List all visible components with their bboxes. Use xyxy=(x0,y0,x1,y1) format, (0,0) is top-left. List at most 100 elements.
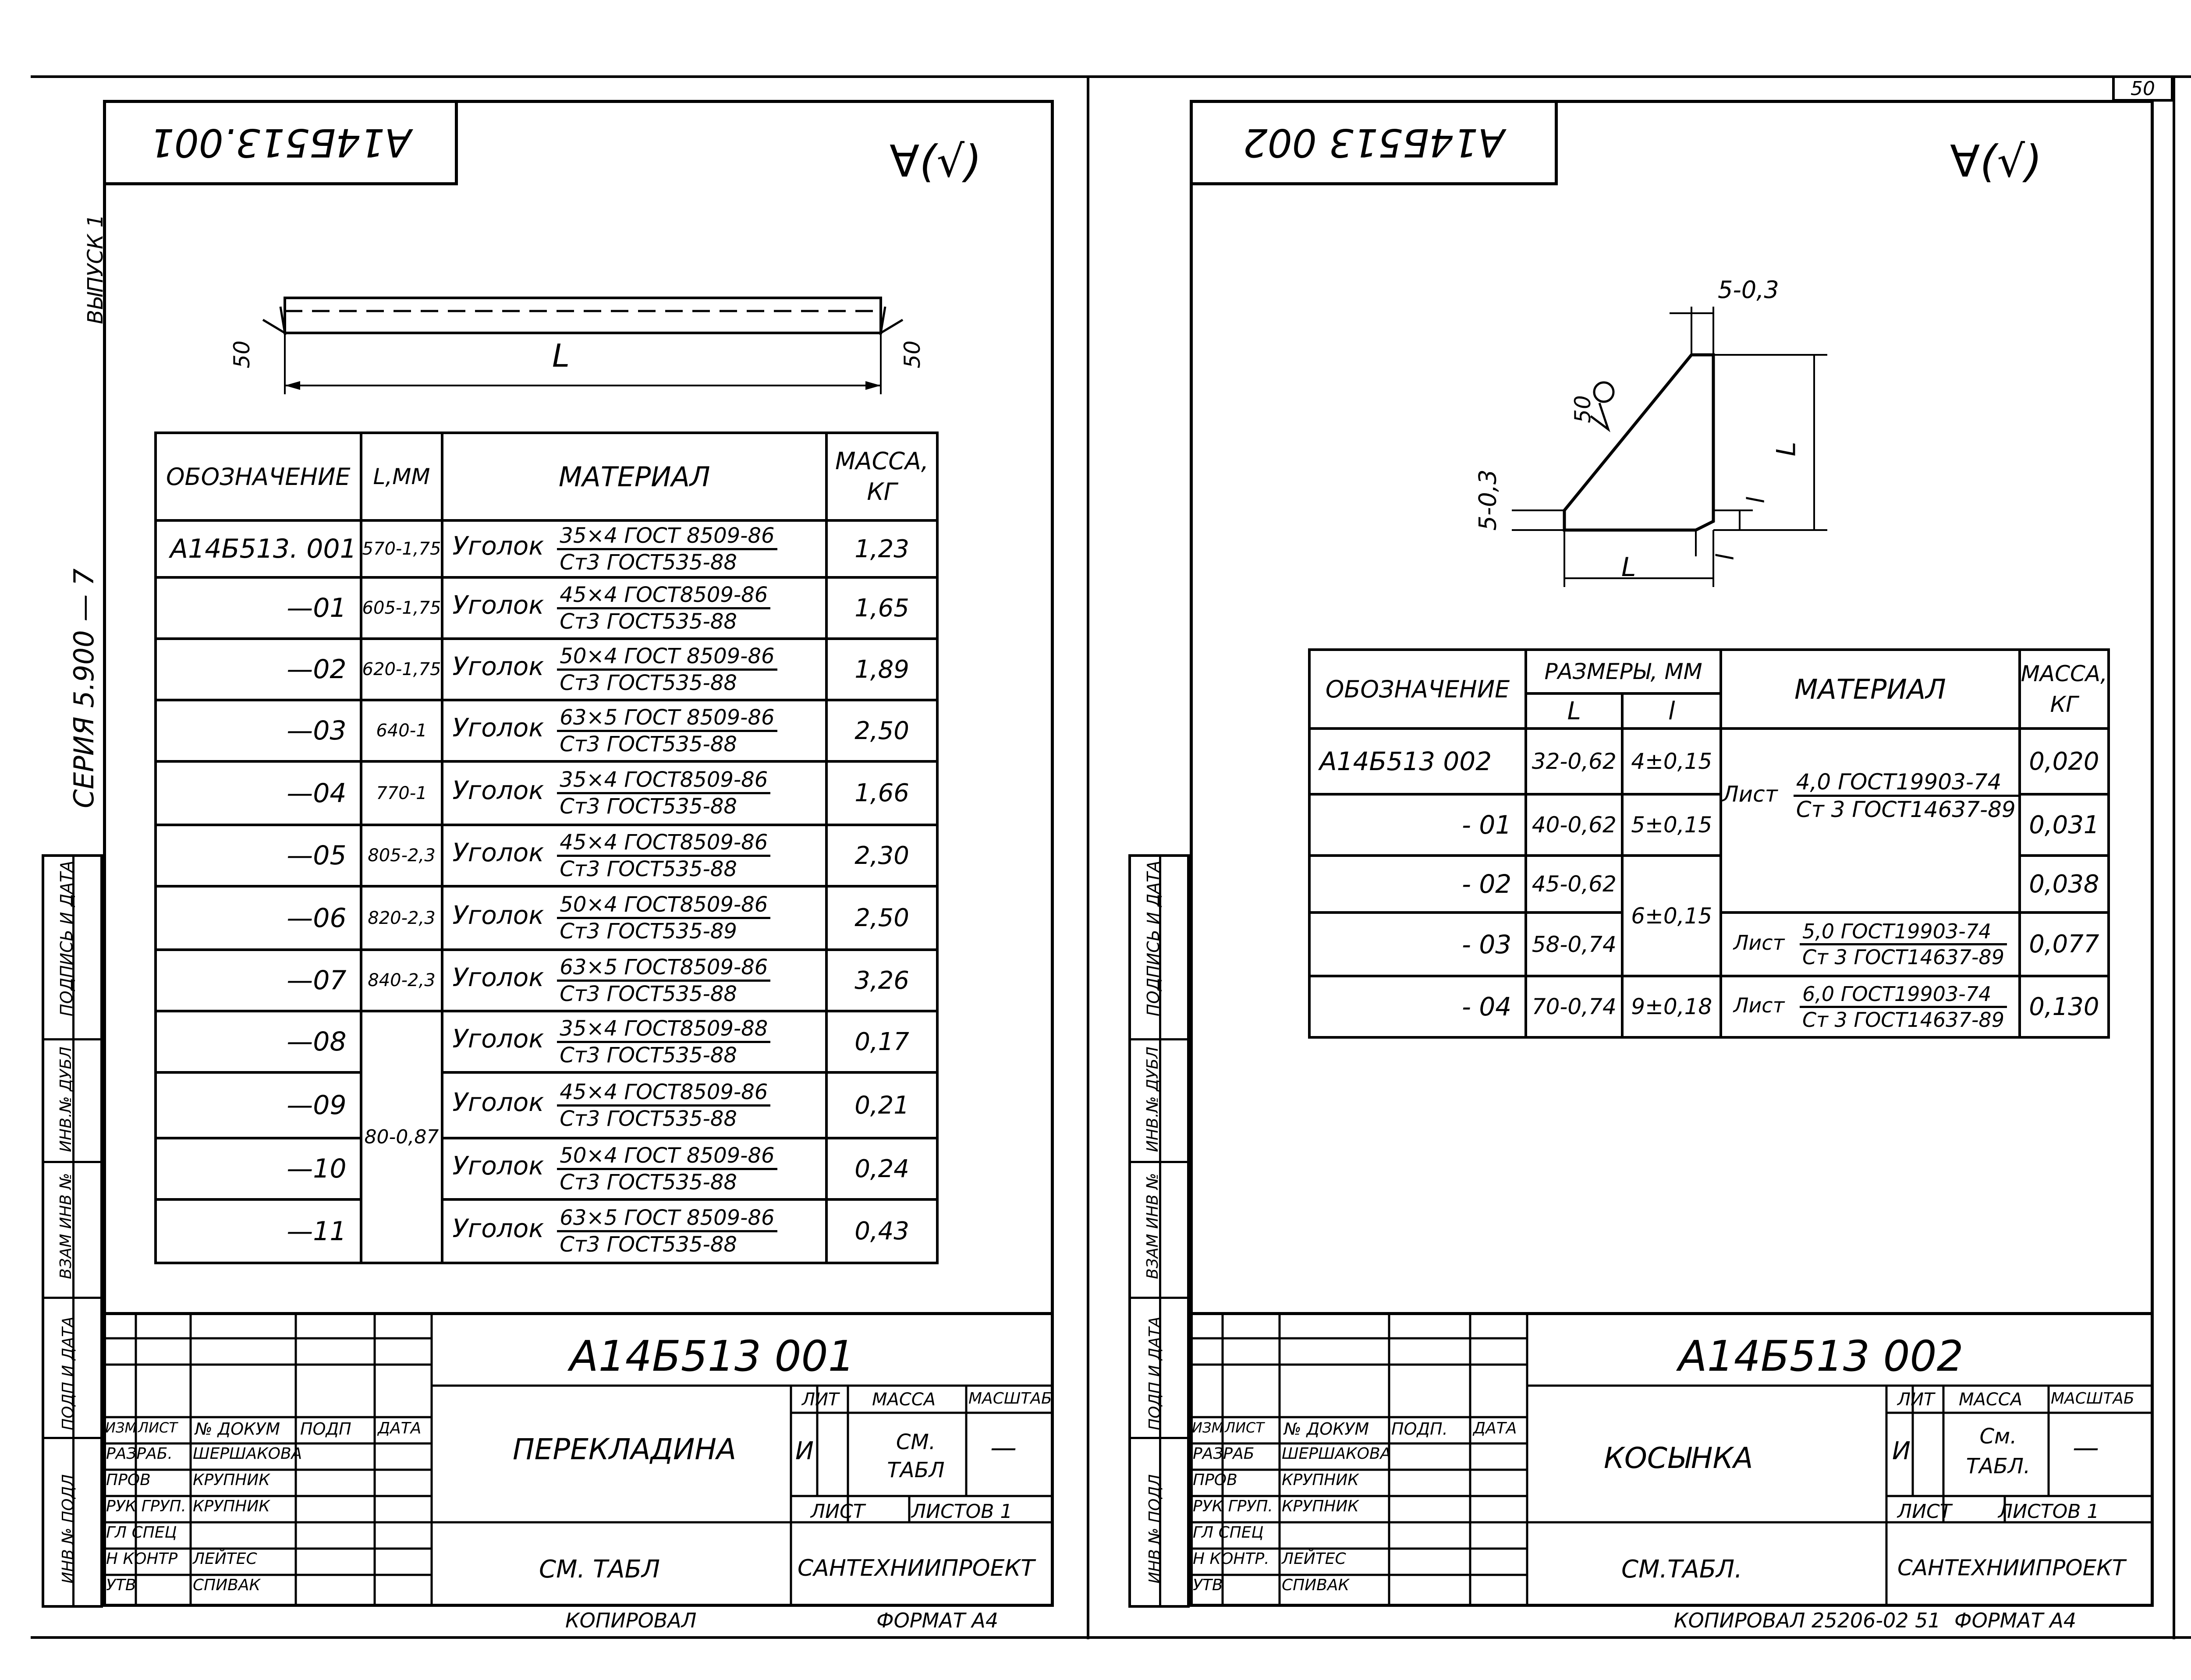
row-mass: 2,50 xyxy=(825,699,939,763)
left-tb-name: ПЕРЕКЛАДИНА xyxy=(513,1432,737,1466)
material-name: Уголок xyxy=(452,651,544,681)
row-designation: —10 xyxy=(154,1137,362,1201)
rhdr-sizes: РАЗМЕРЫ, ММ xyxy=(1524,648,1723,695)
right-l-upper: l xyxy=(1742,496,1770,504)
gusset-outline xyxy=(1563,353,1715,532)
row-designation: —06 xyxy=(154,885,362,951)
left-top-code-box: А14Б513.001 xyxy=(103,100,458,185)
r-mat-1-num: 5,0 ГОСТ19903-74 xyxy=(1800,920,2007,945)
right-tb-format: ФОРМАТ А4 xyxy=(1954,1609,2077,1632)
right-side-col-divider xyxy=(1159,854,1161,1608)
material-name: Уголок xyxy=(452,713,544,743)
material-name: Уголок xyxy=(452,1151,544,1181)
row-length: 820-2,3 xyxy=(359,885,444,951)
right-inv-dubl: ИНВ.№ ДУБЛ xyxy=(1144,1047,1162,1152)
right-tb-masshtab: МАСШТАБ xyxy=(2051,1390,2134,1408)
row-mass: 0,21 xyxy=(825,1071,939,1139)
row-length: 640-1 xyxy=(359,699,444,763)
r-row0-designation: А14Б513 002 xyxy=(1308,727,1528,796)
material-numerator: 63×5 ГОСТ 8509-86 xyxy=(557,1206,777,1232)
material-name: Уголок xyxy=(452,1024,544,1054)
right-gusset-drawing xyxy=(1512,307,1827,587)
r-row1-L: 40-0,62 xyxy=(1524,793,1624,857)
tb-role: РАЗРАБ xyxy=(1193,1445,1255,1463)
left-tb-massa: МАССА xyxy=(872,1390,936,1410)
right-tb-copied: КОПИРОВАЛ 25206-02 51 xyxy=(1674,1609,1941,1632)
material-denominator: Ст3 ГОСТ535-88 xyxy=(560,609,737,634)
left-side-row-1 xyxy=(42,1038,103,1040)
rough-mark-left xyxy=(262,306,287,335)
material-denominator: Ст3 ГОСТ535-88 xyxy=(560,550,737,575)
row-mass: 1,65 xyxy=(825,576,939,640)
row-length: 805-2,3 xyxy=(359,824,444,888)
tb-role: УТВ xyxy=(106,1576,136,1594)
right-tb-org: САНТЕХНИИПРОЕКТ xyxy=(1897,1555,2126,1581)
r-row1-designation: - 01 xyxy=(1308,793,1528,857)
material-denominator: Ст3 ГОСТ535-88 xyxy=(560,981,737,1006)
material-numerator: 50×4 ГОСТ 8509-86 xyxy=(557,1143,777,1170)
r-row3-mass: 0,077 xyxy=(2018,911,2110,977)
left-podp-data: ПОДП И ДАТА xyxy=(59,1316,77,1430)
tb-role: ГЛ СПЕЦ xyxy=(106,1524,177,1542)
right-tb-massa-val: См. ТАБЛ. xyxy=(1966,1424,2031,1478)
dim-arrow-left xyxy=(285,381,300,390)
left-tb-listov: ЛИСТОВ 1 xyxy=(911,1500,1013,1523)
material-denominator: Ст3 ГОСТ535-88 xyxy=(560,1043,737,1068)
left-tb-role-list: ЛИСТ xyxy=(138,1419,177,1436)
left-tb-org: САНТЕХНИИПРОЕКТ xyxy=(798,1555,1035,1581)
material-numerator: 35×4 ГОСТ 8509-86 xyxy=(557,523,777,550)
tb-role: УТВ xyxy=(1193,1576,1223,1594)
left-vzam-inv: ВЗАМ ИНВ № xyxy=(57,1173,75,1280)
rhdr-mass: МАССА,КГ xyxy=(2018,648,2110,730)
material-name: Уголок xyxy=(452,838,544,867)
right-inv-podl: ИНВ № ПОДЛ xyxy=(1146,1474,1164,1584)
right-podpis-data: ПОДПИСЬ И ДАТА xyxy=(1144,860,1163,1016)
row-mass: 1,66 xyxy=(825,760,939,826)
r-row0-l: 4±0,15 xyxy=(1621,727,1723,796)
tb-role: РУК ГРУП. xyxy=(1193,1497,1273,1515)
row-designation: —11 xyxy=(154,1198,362,1264)
row-mass: 3,26 xyxy=(825,948,939,1012)
tb-person-name: ЛЕЙТЕС xyxy=(1282,1550,1346,1568)
left-podpis-data: ПОДПИСЬ И ДАТА xyxy=(57,860,76,1016)
rough-mark-right xyxy=(879,306,904,335)
tb-role: Н КОНТР xyxy=(106,1550,178,1568)
rhdr-mass-label: МАССА, xyxy=(2021,661,2107,686)
hdr-material: МАТЕРИАЛ xyxy=(441,431,828,522)
merged-length: 80-0,87 xyxy=(359,1010,444,1264)
tb-person-name: ШЕРШАКОВА xyxy=(1282,1445,1391,1463)
right-dim-left: 5-0,3 xyxy=(1474,469,1502,531)
row-mass: 1,89 xyxy=(825,637,939,701)
right-tb-list: ЛИСТ xyxy=(1897,1500,1952,1523)
right-tb-role-izm: ИЗМ xyxy=(1192,1419,1224,1436)
page-number: 50 xyxy=(2131,78,2155,100)
r-mat-0-num: 4,0 ГОСТ19903-74 xyxy=(1793,769,2018,797)
material-denominator: Ст3 ГОСТ535-88 xyxy=(560,1170,737,1195)
dim-arrow-right xyxy=(865,381,881,390)
r-merged-l: 6±0,15 xyxy=(1621,854,1723,977)
right-spec-table: ОБОЗНАЧЕНИЕ РАЗМЕРЫ, ММ МАТЕРИАЛ МАССА,К… xyxy=(1308,648,2110,1039)
rough-circle xyxy=(1593,381,1615,403)
left-tb-masshtab-val: — xyxy=(990,1432,1017,1463)
left-inv-podl: ИНВ № ПОДЛ xyxy=(59,1474,77,1584)
row-length: 605-1,75 xyxy=(359,576,444,640)
r-row4-designation: - 04 xyxy=(1308,975,1528,1039)
right-vzam-inv: ВЗАМ ИНВ № xyxy=(1144,1173,1162,1280)
